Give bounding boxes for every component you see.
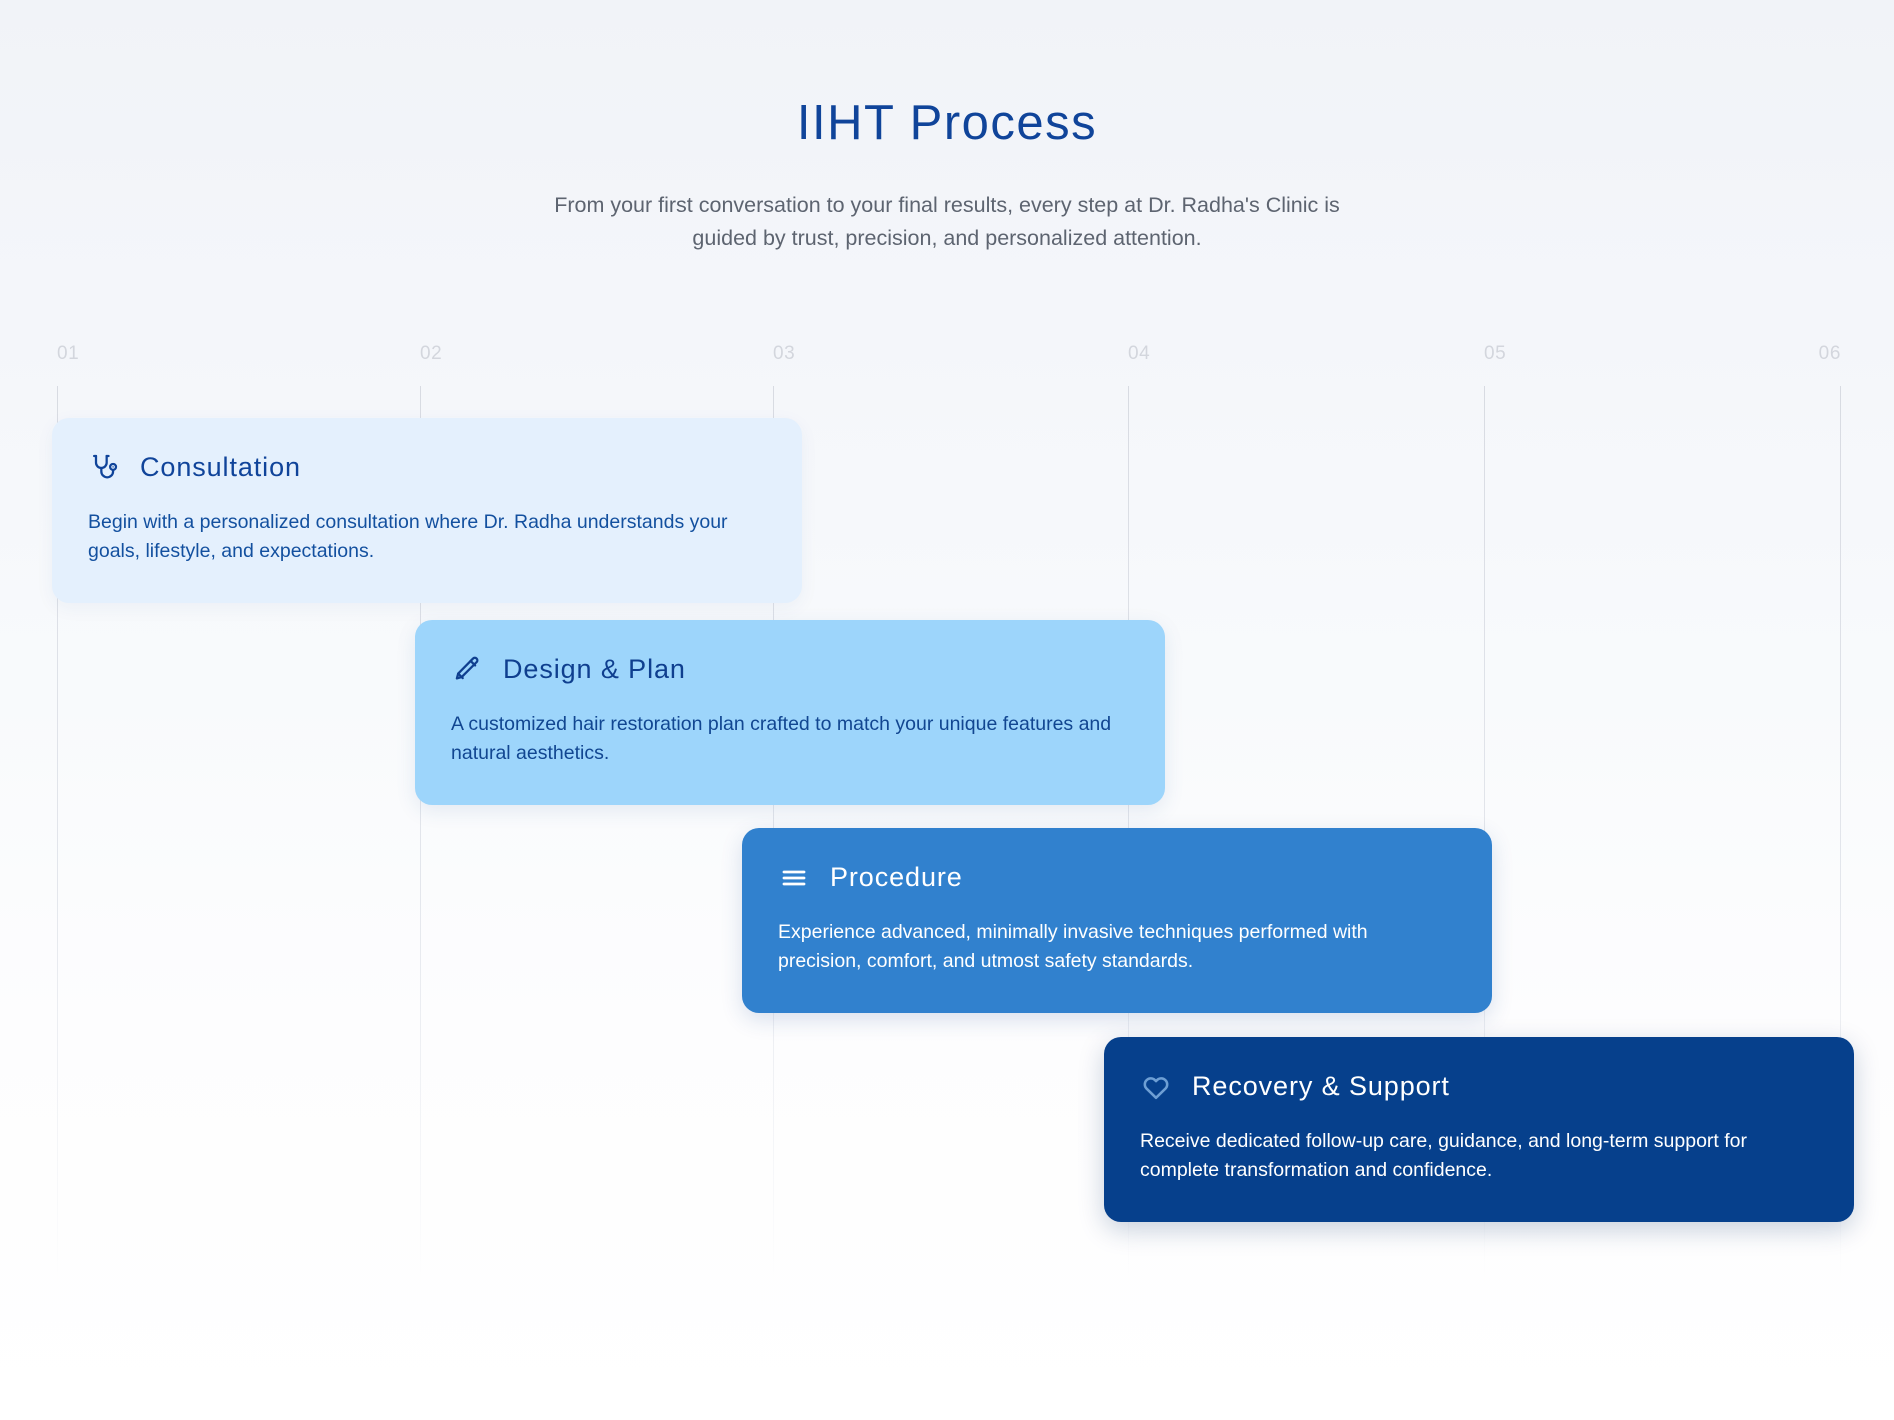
- timeline-tick-label-05: 05: [1484, 343, 1507, 364]
- card-description: Receive dedicated follow-up care, guidan…: [1140, 1130, 1748, 1181]
- timeline-tick-label-01: 01: [57, 343, 80, 364]
- card-description: Begin with a personalized consultation w…: [88, 511, 728, 562]
- menu-lines-icon: [778, 862, 810, 894]
- card-header: Consultation: [88, 452, 766, 484]
- card-description: A customized hair restoration plan craft…: [451, 713, 1112, 764]
- heart-icon: [1140, 1071, 1172, 1103]
- page-subtitle: From your first conversation to your fin…: [554, 192, 1340, 250]
- card-description: Experience advanced, minimally invasive …: [778, 921, 1368, 972]
- card-header: Recovery & Support: [1140, 1071, 1818, 1103]
- process-step-card-design-plan[interactable]: Design & Plan A customized hair restorat…: [415, 620, 1165, 806]
- card-title: Consultation: [140, 452, 301, 483]
- page-title: IIHT Process: [796, 96, 1098, 150]
- stethoscope-icon: [88, 452, 120, 484]
- card-title: Design & Plan: [503, 654, 686, 685]
- process-step-card-consultation[interactable]: Consultation Begin with a personalized c…: [52, 418, 802, 604]
- timeline-tick-label-06: 06: [1818, 343, 1841, 364]
- timeline-tick-label-04: 04: [1128, 343, 1151, 364]
- page-header: IIHT Process From your first conversatio…: [0, 96, 1894, 254]
- process-step-card-recovery-support[interactable]: Recovery & Support Receive dedicated fol…: [1104, 1037, 1854, 1223]
- card-header: Procedure: [778, 862, 1456, 894]
- timeline-tick-label-02: 02: [420, 343, 443, 364]
- card-title: Recovery & Support: [1192, 1071, 1450, 1102]
- timeline-tick-label-03: 03: [773, 343, 796, 364]
- process-step-card-procedure[interactable]: Procedure Experience advanced, minimally…: [742, 828, 1492, 1014]
- card-title: Procedure: [830, 862, 963, 893]
- pencil-icon: [451, 654, 483, 686]
- card-header: Design & Plan: [451, 654, 1129, 686]
